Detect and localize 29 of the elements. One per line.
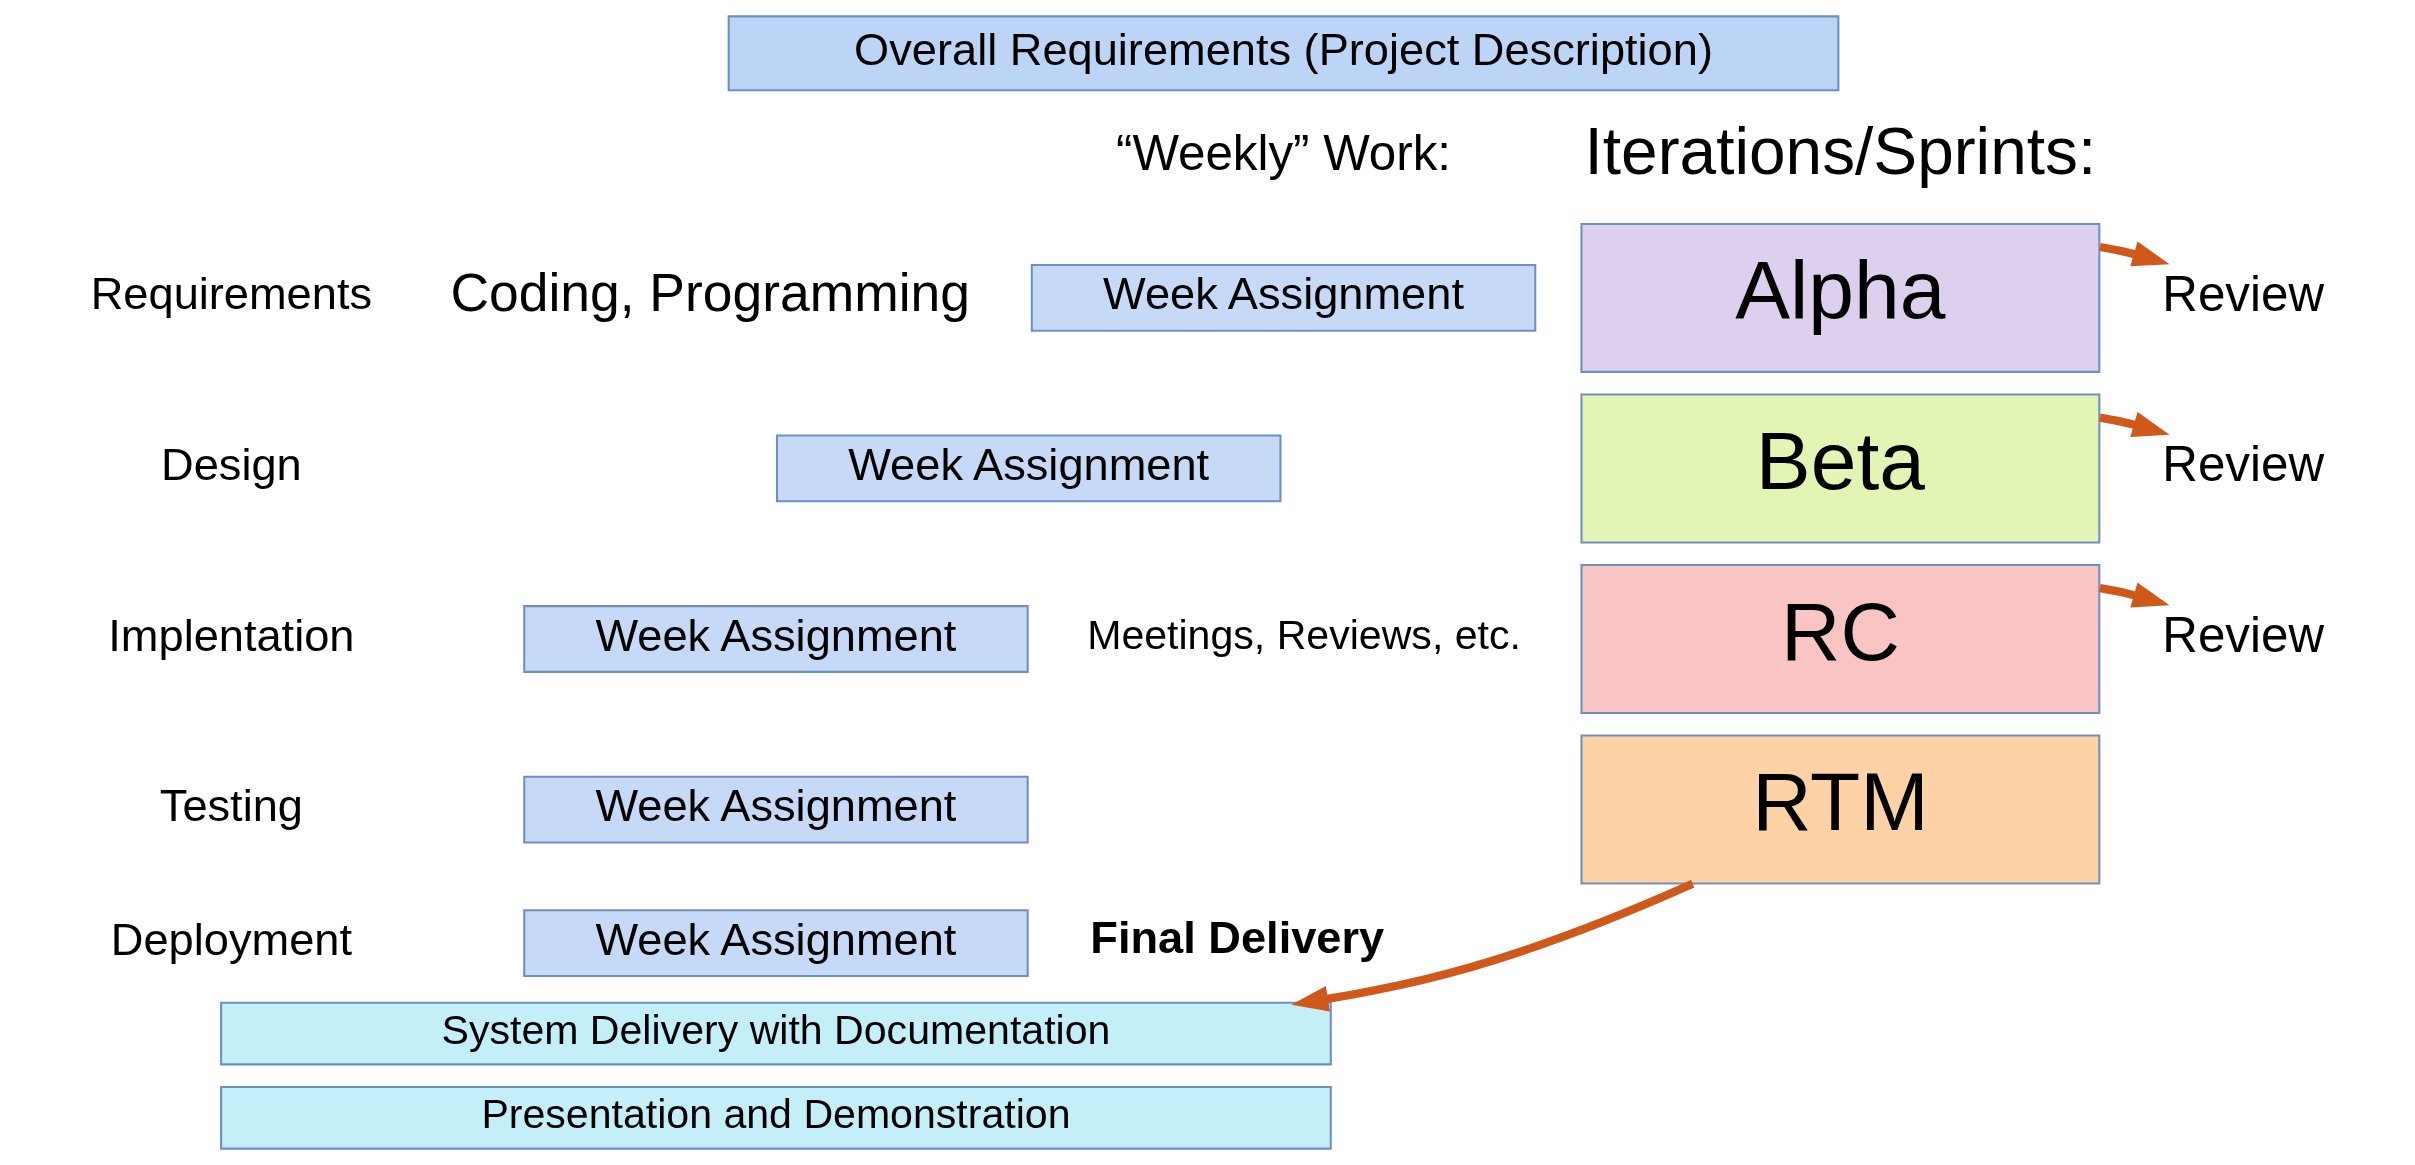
node-box: Overall Requirements (Project Description) xyxy=(727,15,1839,92)
node-text: Review xyxy=(2161,265,2324,321)
label: Coding, Programming xyxy=(449,262,970,322)
label: Meetings, Reviews, etc. xyxy=(1086,612,1521,659)
arrow xyxy=(1290,880,1694,1012)
node-box: Week Assignment xyxy=(775,434,1281,503)
node-box: RC xyxy=(1579,564,2100,714)
label: Design xyxy=(160,438,302,490)
label: Testing xyxy=(159,780,303,832)
node-box: Beta xyxy=(1579,393,2100,544)
arrow xyxy=(2098,582,2170,608)
label: “Weekly” Work: xyxy=(1115,124,1451,180)
label: Iterations/Sprints: xyxy=(1584,113,2096,188)
node-box: Alpha xyxy=(1579,222,2100,373)
node-box: Week Assignment xyxy=(522,605,1029,673)
label: Deployment xyxy=(110,913,352,965)
node-box: RTM xyxy=(1579,734,2100,885)
node-box: Week Assignment xyxy=(1030,264,1536,332)
arrow xyxy=(2098,241,2170,267)
node-box: System Delivery with Documentation xyxy=(219,1001,1332,1066)
node-box: Week Assignment xyxy=(522,909,1029,978)
label: Requirements xyxy=(90,268,372,320)
node-text: Review xyxy=(2161,606,2324,662)
arrow xyxy=(2098,411,2170,437)
label: Implentation xyxy=(107,609,354,661)
node-text: Review xyxy=(2161,436,2324,492)
node-box: Week Assignment xyxy=(522,775,1029,844)
node-box: Presentation and Demonstration xyxy=(219,1085,1332,1150)
label: Final Delivery xyxy=(1089,911,1384,963)
